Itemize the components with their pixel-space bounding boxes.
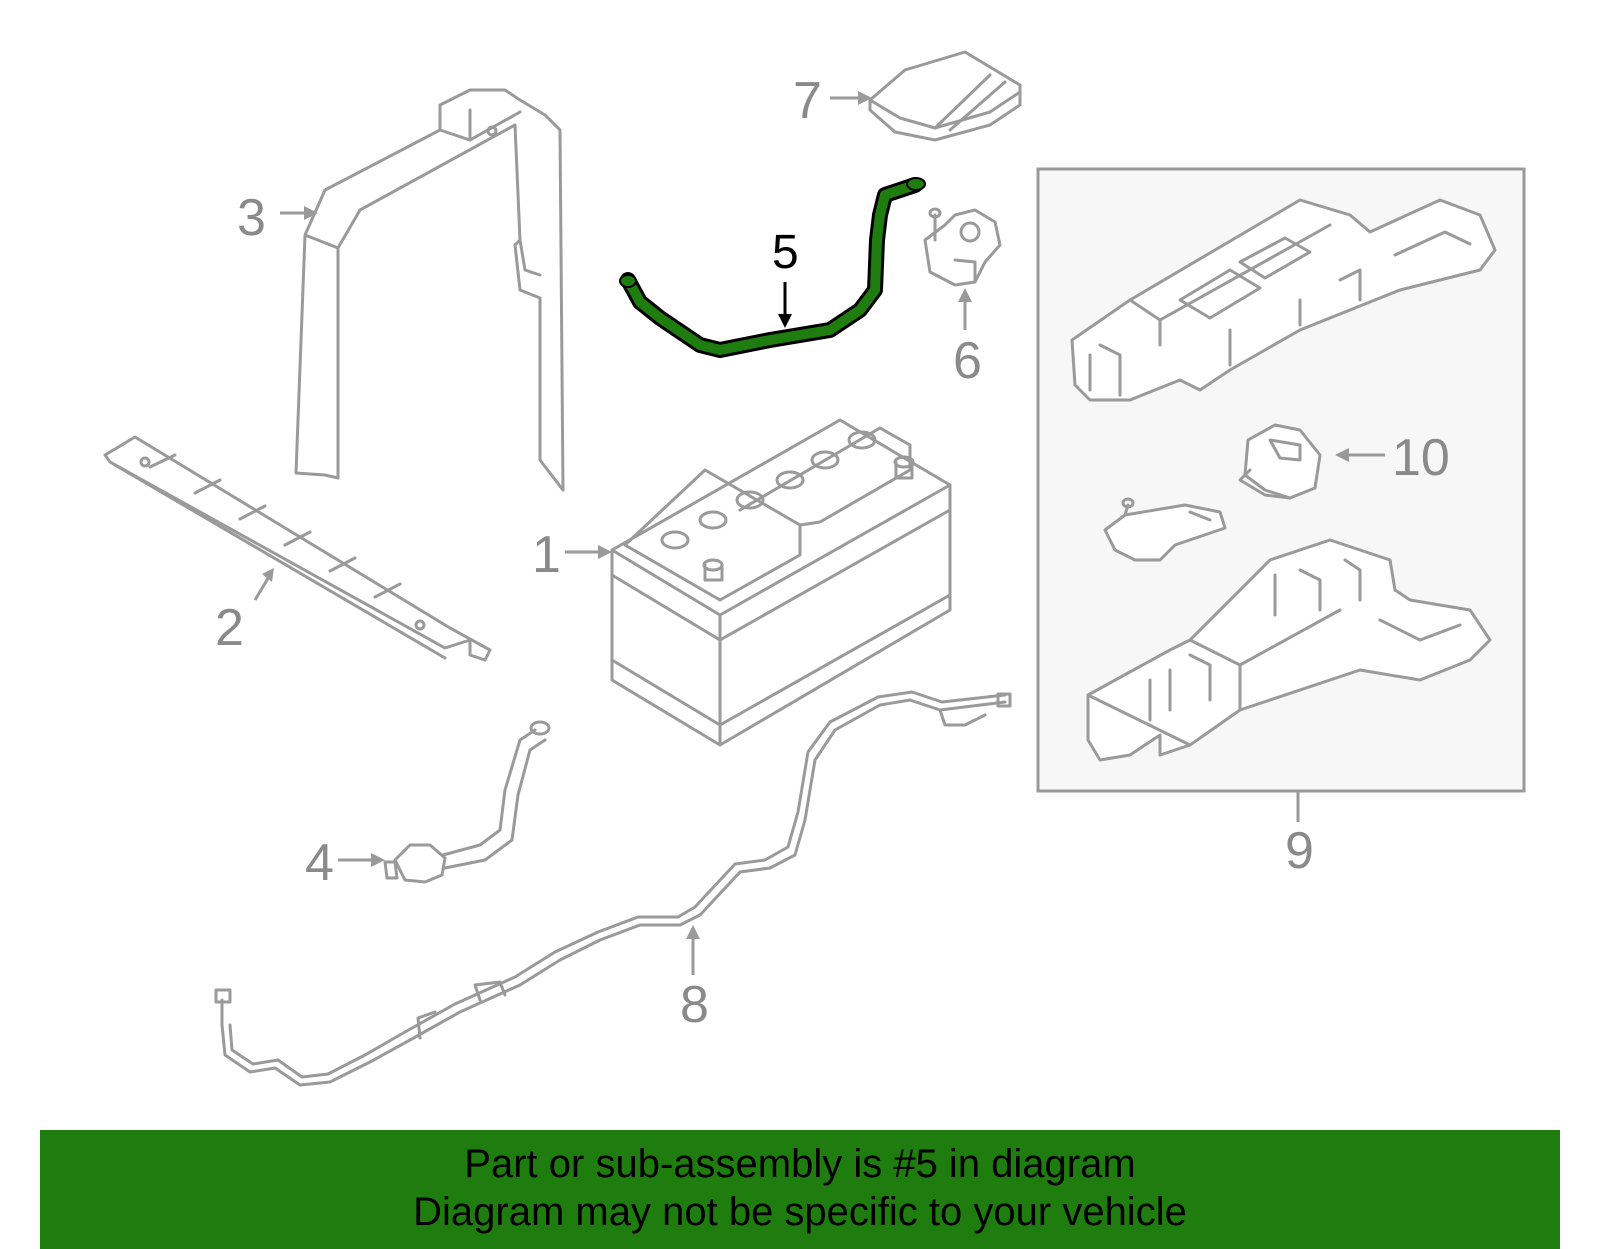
callout-8: 8 [680,976,709,1034]
part-3-hold-down-frame[interactable] [294,88,565,492]
banner-line-part-number: Part or sub-assembly is #5 in diagram [464,1142,1136,1186]
part-7-terminal-cover[interactable] [868,50,1022,142]
banner-line-disclaimer: Diagram may not be specific to your vehi… [413,1190,1187,1234]
part-1-battery[interactable] [610,418,952,747]
part-8-wiring-harness[interactable] [214,690,1012,1087]
callout-3: 3 [237,189,266,247]
info-banner: Part or sub-assembly is #5 in diagram Di… [40,1130,1560,1249]
callout-1: 1 [532,526,561,584]
callout-10: 10 [1392,429,1450,487]
part-4-vent-tube[interactable] [383,720,551,884]
callout-6: 6 [953,332,982,390]
part-6-terminal-clamp[interactable] [923,207,1002,287]
part-5-battery-cable[interactable] [619,177,926,358]
part-2-support-bar[interactable] [103,435,492,662]
callout-9: 9 [1285,822,1314,880]
callout-7: 7 [793,72,822,130]
callout-4: 4 [305,834,334,892]
part-9-junction-box-group[interactable] [1036,167,1526,793]
leader-lines [253,91,1385,975]
callout-2: 2 [215,599,244,657]
callout-5: 5 [772,226,799,279]
